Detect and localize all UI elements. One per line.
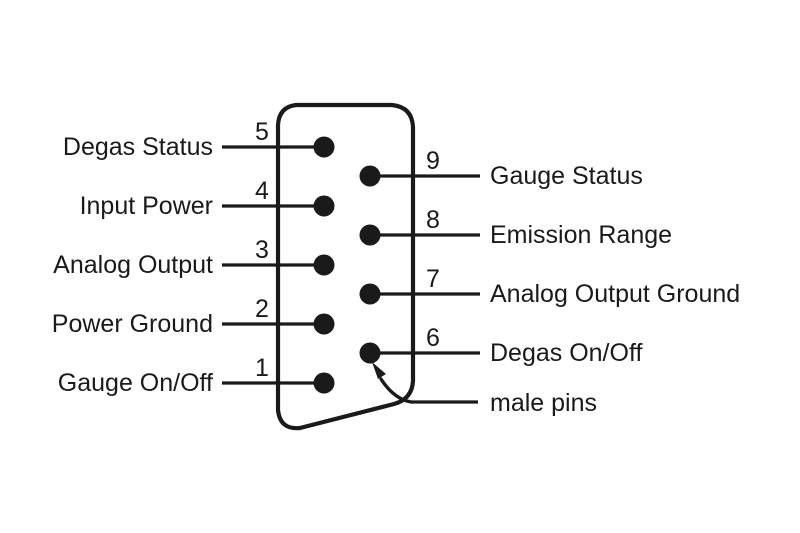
pin-label-emission-range: Emission Range	[490, 221, 672, 249]
male-pins-arrowhead	[372, 362, 386, 379]
pin-label-input-power: Input Power	[80, 192, 213, 220]
pin-number-1: 1	[255, 354, 269, 382]
pin-number-3: 3	[255, 236, 269, 264]
pin-group-2: 2 Power Ground	[52, 295, 335, 338]
pin-dot-3	[313, 254, 335, 276]
pin-dot-9	[359, 165, 381, 187]
male-pins-annotation: male pins	[372, 362, 597, 417]
male-pins-label: male pins	[490, 389, 597, 417]
pin-dot-2	[313, 313, 335, 335]
pin-label-analog-output: Analog Output	[53, 251, 213, 279]
pin-dot-1	[313, 372, 335, 394]
pin-group-9: 9 Gauge Status	[359, 147, 643, 190]
pin-number-2: 2	[255, 295, 269, 323]
pin-number-5: 5	[255, 118, 269, 146]
pin-label-power-ground: Power Ground	[52, 310, 213, 338]
pin-dot-8	[359, 224, 381, 246]
pin-number-8: 8	[426, 206, 440, 234]
pin-label-gauge-on-off: Gauge On/Off	[58, 369, 213, 397]
pin-number-4: 4	[255, 177, 269, 205]
pin-dot-6	[359, 342, 381, 364]
pin-label-gauge-status: Gauge Status	[490, 162, 643, 190]
pin-group-8: 8 Emission Range	[359, 206, 672, 249]
pin-group-4: 4 Input Power	[80, 177, 335, 220]
pin-label-degas-status: Degas Status	[63, 133, 213, 161]
pin-dot-5	[313, 136, 335, 158]
pin-number-7: 7	[426, 265, 440, 293]
male-pins-arrow-curve	[379, 377, 413, 404]
pin-label-analog-output-ground: Analog Output Ground	[490, 280, 740, 308]
pin-number-9: 9	[426, 147, 440, 175]
pin-label-degas-on-off: Degas On/Off	[490, 339, 642, 367]
pin-group-3: 3 Analog Output	[53, 236, 335, 279]
pin-group-1: 1 Gauge On/Off	[58, 354, 335, 397]
pin-dot-4	[313, 195, 335, 217]
pin-dot-7	[359, 283, 381, 305]
pin-group-7: 7 Analog Output Ground	[359, 265, 740, 308]
connector-outline	[275, 102, 416, 431]
pin-group-5: 5 Degas Status	[63, 118, 335, 161]
pin-number-6: 6	[426, 324, 440, 352]
pin-group-6: 6 Degas On/Off	[359, 324, 642, 367]
